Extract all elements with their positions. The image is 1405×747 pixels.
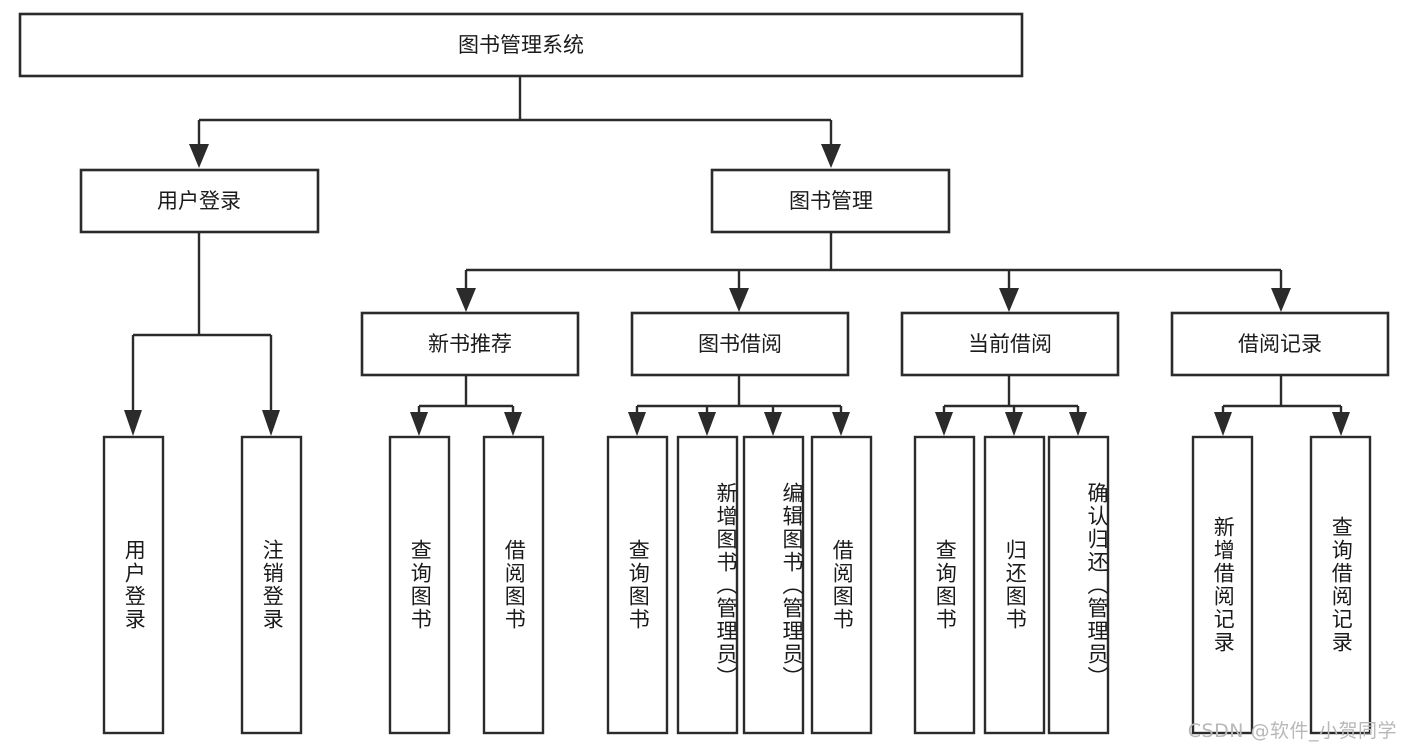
arrow-bm-to-borrow-record — [1271, 288, 1291, 312]
node-current-borrow[interactable]: 当前借阅 — [900, 311, 1120, 377]
node-leaf-query-book-2-box[interactable] — [606, 435, 669, 735]
node-new-book-recommend[interactable]: 新书推荐 — [360, 311, 580, 377]
connector-group-root — [189, 76, 841, 168]
node-root-label: 图书管理系统 — [458, 33, 584, 57]
node-book-management-label: 图书管理 — [789, 189, 873, 213]
node-leaf-borrow-book-2-box[interactable] — [810, 435, 873, 735]
node-new-book-recommend-box[interactable] — [360, 311, 580, 377]
node-root[interactable]: 图书管理系统 — [18, 12, 1024, 78]
connector-group-user-login — [124, 232, 280, 436]
node-user-login[interactable]: 用户登录 — [79, 168, 320, 234]
node-leaf-borrow-book-1-box[interactable] — [482, 435, 545, 735]
node-leaf-add-record-box[interactable] — [1191, 435, 1254, 735]
node-book-management[interactable]: 图书管理 — [710, 168, 951, 234]
arrow-user-login-leaf1 — [124, 410, 142, 436]
arrow-cb-leaf3 — [1069, 412, 1087, 436]
node-user-login-box[interactable] — [79, 168, 320, 234]
arrow-bm-to-new-book — [456, 288, 476, 312]
connector-group-book-management — [456, 232, 1291, 312]
arrow-cb-leaf1 — [935, 412, 953, 436]
arrow-nbr-leaf1 — [410, 412, 428, 436]
node-book-borrow[interactable]: 图书借阅 — [630, 311, 850, 377]
node-borrow-record-box[interactable] — [1170, 311, 1390, 377]
connector-group-current-borrow — [935, 375, 1087, 436]
connector-group-borrow-record — [1214, 375, 1350, 436]
connector-group-new-book-recommend — [410, 375, 522, 436]
arrow-nbr-leaf2 — [504, 412, 522, 436]
arrow-bm-to-book-borrow — [729, 288, 749, 312]
arrow-br-leaf1 — [1214, 412, 1232, 436]
arrow-bb-leaf4 — [832, 412, 850, 436]
arrow-cb-leaf2 — [1005, 412, 1023, 436]
node-current-borrow-box[interactable] — [900, 311, 1120, 377]
arrow-user-login-leaf2 — [262, 410, 280, 436]
connector-group-book-borrow — [628, 375, 850, 436]
arrow-root-to-user-login — [189, 144, 209, 168]
arrow-br-leaf2 — [1332, 412, 1350, 436]
node-book-borrow-label: 图书借阅 — [698, 332, 782, 356]
node-borrow-record-label: 借阅记录 — [1238, 332, 1322, 356]
node-leaf-confirm-return-box[interactable] — [1047, 435, 1110, 735]
node-new-book-recommend-label: 新书推荐 — [428, 332, 512, 356]
watermark-text: CSDN @软件_小贺同学 — [1187, 720, 1397, 742]
node-current-borrow-label: 当前借阅 — [968, 332, 1052, 356]
arrow-bm-to-current-borrow — [999, 288, 1019, 312]
node-book-borrow-box[interactable] — [630, 311, 850, 377]
node-root-box[interactable] — [18, 12, 1024, 78]
arrow-bb-leaf3 — [764, 412, 782, 436]
node-leaf-user-login-box[interactable] — [102, 435, 165, 735]
node-user-login-label: 用户登录 — [157, 189, 241, 213]
node-leaf-return-book-box[interactable] — [983, 435, 1046, 735]
node-leaf-add-book-box[interactable] — [676, 435, 739, 735]
node-leaf-edit-book-box[interactable] — [742, 435, 805, 735]
node-leaf-query-book-3-box[interactable] — [913, 435, 976, 735]
node-leaf-logout-login-box[interactable] — [240, 435, 303, 735]
node-leaf-query-book-1-box[interactable] — [388, 435, 451, 735]
node-leaf-query-record-box[interactable] — [1309, 435, 1372, 735]
arrow-bb-leaf2 — [698, 412, 716, 436]
node-book-management-box[interactable] — [710, 168, 951, 234]
node-borrow-record[interactable]: 借阅记录 — [1170, 311, 1390, 377]
arrow-bb-leaf1 — [628, 412, 646, 436]
arrow-root-to-book-management — [821, 144, 841, 168]
